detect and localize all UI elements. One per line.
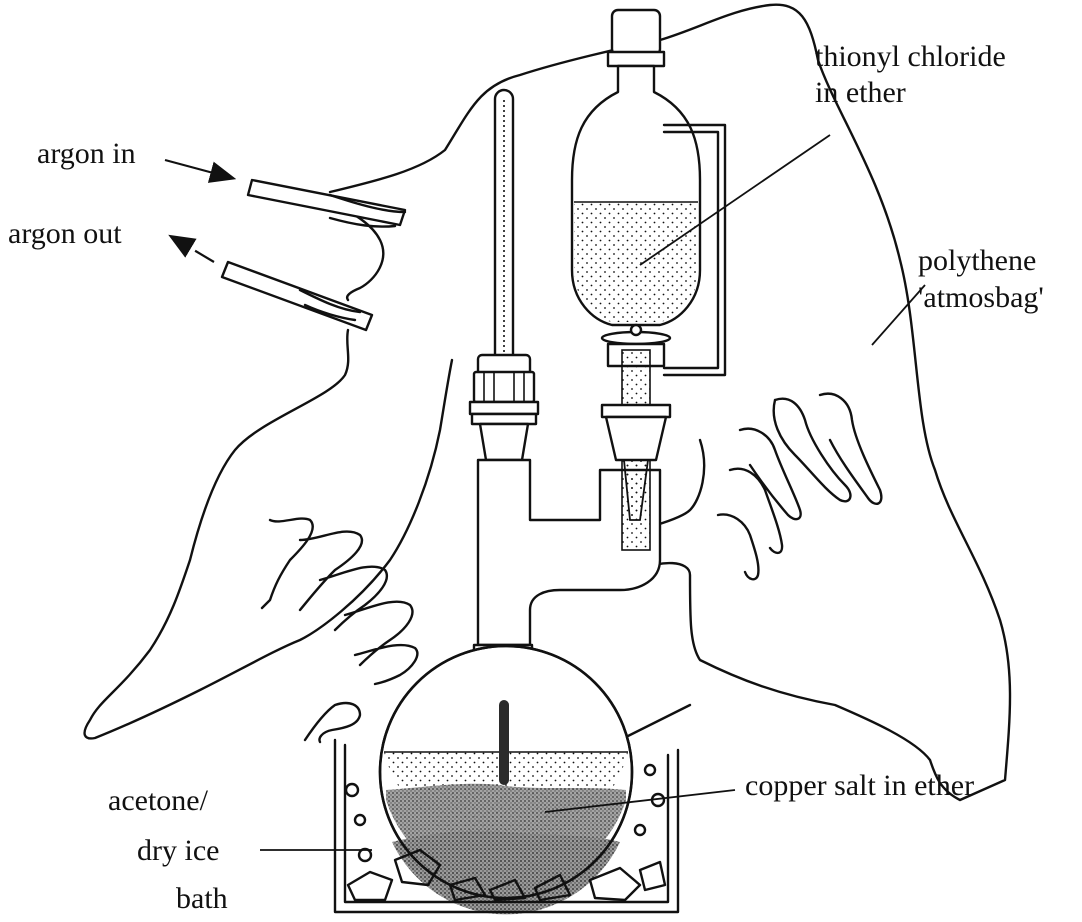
label-argon-in: argon in [37, 137, 136, 170]
screw-cap-adapter [470, 355, 538, 460]
label-argon-out: argon out [8, 217, 122, 250]
label-thionyl-2: in ether [815, 76, 906, 109]
label-copper: copper salt in ether [745, 769, 974, 802]
round-bottom-flask [380, 646, 632, 914]
argon-inlet-tube [248, 180, 405, 225]
argon-in-arrow [165, 160, 232, 178]
left-hand [262, 519, 417, 684]
label-bath-2: dry ice [137, 834, 219, 867]
dropping-funnel [572, 10, 725, 550]
label-bath-1: acetone/ [108, 784, 209, 817]
right-hand [718, 394, 881, 580]
label-thionyl-1: thionyl chloride [815, 40, 1006, 73]
label-polythene-2: 'atmosbag' [918, 281, 1044, 314]
label-polythene-1: polythene [918, 244, 1036, 277]
argon-out-arrow [172, 237, 214, 262]
label-bath-3: bath [176, 882, 228, 915]
